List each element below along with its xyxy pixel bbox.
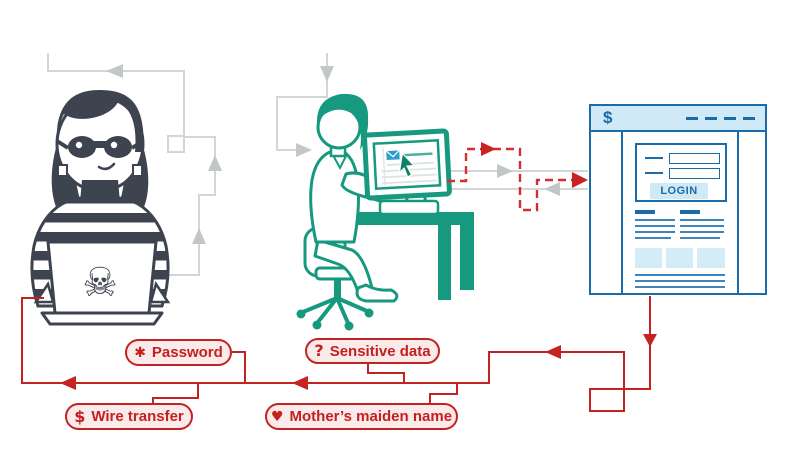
asterisk-icon: ✱ [134, 344, 146, 361]
data-label-wire-transfer: $ Wire transfer [65, 403, 193, 430]
website-body: LOGIN [591, 132, 765, 293]
data-label-password: ✱ Password [125, 339, 232, 366]
text-line [680, 237, 720, 239]
heart-icon: ♥ [270, 408, 284, 425]
text-line [635, 225, 675, 227]
username-input [669, 153, 720, 164]
red-flow-lines [21, 296, 651, 412]
left-column-divider [621, 132, 623, 293]
image-placeholder [635, 248, 662, 268]
text-line [635, 237, 671, 239]
email-icon [385, 149, 400, 161]
mask-icon [55, 136, 145, 158]
section-heading-bar [635, 210, 655, 214]
red-arrowheads [60, 142, 657, 390]
gray-arrowheads [106, 64, 560, 244]
text-line [635, 286, 725, 288]
password-input [669, 168, 720, 179]
text-line [680, 225, 724, 227]
victim-figure [296, 93, 474, 331]
skull-icon: ☠ [82, 260, 118, 306]
password-label-line [645, 172, 663, 174]
menu-dashes-icon [686, 116, 755, 120]
text-line [635, 280, 725, 282]
image-placeholder [666, 248, 693, 268]
text-line [680, 231, 724, 233]
text-line [680, 219, 724, 221]
data-label-text: Sensitive data [329, 342, 431, 360]
data-label-text: Mother’s maiden name [289, 408, 453, 425]
data-label-mothers-maiden-name: ♥ Mother’s maiden name [265, 403, 458, 430]
question-mark-icon: ? [314, 341, 324, 360]
section-heading-bar [680, 210, 700, 214]
login-button: LOGIN [650, 183, 708, 199]
data-label-sensitive-data: ? Sensitive data [305, 338, 440, 364]
victim-monitor [362, 128, 452, 201]
text-line [635, 274, 725, 276]
cursor-icon [398, 151, 416, 178]
data-label-text: Password [151, 344, 223, 361]
red-dashed-lines [447, 147, 578, 212]
username-label-line [645, 157, 663, 159]
bank-website-window: $ LOGIN [589, 104, 767, 295]
hacker-laptop [40, 240, 164, 326]
data-label-text: Wire transfer [91, 408, 184, 425]
login-form: LOGIN [635, 143, 727, 202]
desk [350, 212, 474, 300]
right-column-divider [737, 132, 739, 293]
website-header: $ [591, 106, 765, 132]
image-placeholder [697, 248, 725, 268]
bank-dollar-icon: $ [603, 108, 613, 127]
text-line [635, 231, 675, 233]
dollar-icon: $ [74, 406, 86, 426]
text-line [635, 219, 675, 221]
